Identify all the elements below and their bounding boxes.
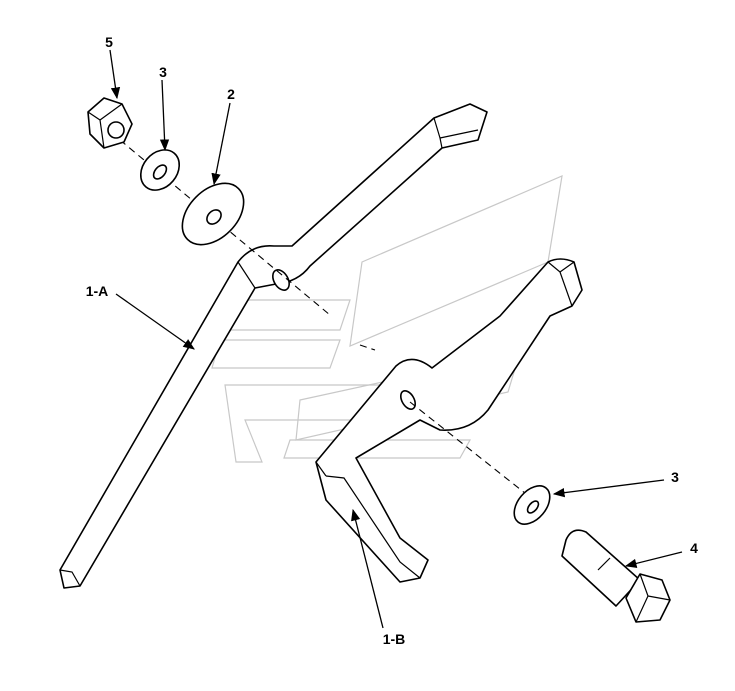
label-1b: 1-B bbox=[383, 631, 406, 647]
assembly-axis-mid bbox=[359, 344, 376, 351]
label-3-bottom: 3 bbox=[671, 469, 679, 485]
leader-1b bbox=[351, 508, 384, 629]
arm-1a bbox=[59, 103, 488, 589]
label-3-top: 3 bbox=[159, 64, 167, 80]
label-2: 2 bbox=[227, 86, 235, 102]
arm-1b-hole bbox=[399, 390, 417, 410]
leader-lines bbox=[109, 49, 683, 629]
label-4: 4 bbox=[690, 540, 698, 556]
leader-5 bbox=[109, 49, 121, 100]
leader-3-top bbox=[159, 79, 170, 152]
hex-nut-part-5 bbox=[87, 97, 133, 149]
arm-1b bbox=[315, 258, 583, 583]
leader-1a bbox=[115, 293, 195, 350]
washer-part-3-bottom bbox=[513, 485, 551, 525]
leader-4 bbox=[624, 551, 683, 568]
leader-2 bbox=[211, 102, 231, 186]
leader-3-bottom bbox=[552, 479, 665, 498]
arm-1a-hole bbox=[272, 269, 290, 291]
spacer-part-2 bbox=[181, 182, 245, 246]
bolt-part-4 bbox=[561, 529, 671, 623]
label-1a: 1-A bbox=[86, 283, 109, 299]
assembly-axis-lower bbox=[409, 401, 541, 506]
label-5: 5 bbox=[105, 34, 113, 50]
washer-part-3-top bbox=[139, 149, 181, 191]
